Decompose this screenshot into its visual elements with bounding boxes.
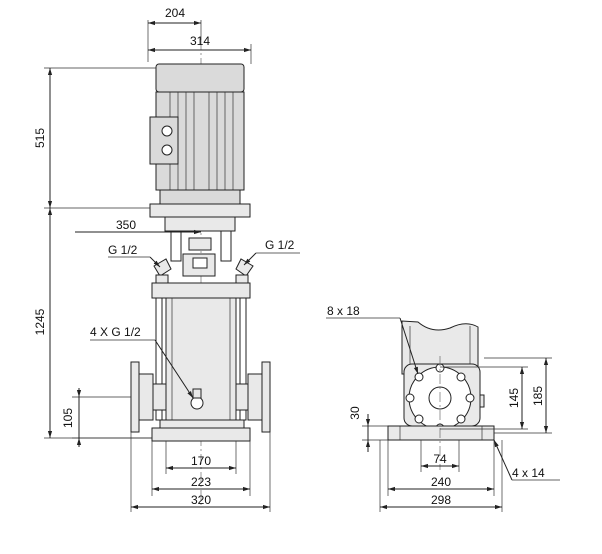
dim-105: 105 [61, 408, 75, 428]
motor-stool [149, 203, 251, 277]
side-sleeve-section [401, 320, 479, 375]
label-g-half-right: G 1/2 [265, 238, 295, 252]
label-flange-holes: 8 x 18 [327, 304, 360, 318]
label-drain-plugs: 4 X G 1/2 [90, 325, 141, 339]
terminal-gland-icon [161, 144, 173, 156]
pump-foot [159, 419, 245, 429]
drain-plug [190, 388, 204, 410]
pump-head [151, 282, 251, 299]
dim-515: 515 [33, 128, 47, 148]
side-base-plate [387, 425, 495, 441]
outlet-flange [235, 361, 271, 433]
label-g-half-left: G 1/2 [108, 243, 138, 257]
side-dimension-lines [326, 317, 560, 512]
motor [149, 63, 245, 205]
dim-30: 30 [348, 406, 362, 420]
dim-74: 74 [433, 452, 447, 466]
dim-204: 204 [165, 6, 185, 20]
vent-plug-right [235, 258, 254, 284]
front-view [130, 40, 271, 508]
inlet-flange [130, 361, 167, 433]
dim-1245: 1245 [33, 308, 47, 335]
dim-185: 185 [531, 386, 545, 406]
dim-223: 223 [191, 475, 211, 489]
front-dimension-lines [44, 20, 300, 512]
label-base-holes: 4 x 14 [512, 466, 545, 480]
dim-298: 298 [431, 493, 451, 507]
terminal-gland-icon [161, 125, 173, 137]
vent-plug-left [153, 258, 172, 284]
dim-170: 170 [191, 454, 211, 468]
side-drain-stub [479, 394, 485, 408]
base-plate [151, 427, 251, 442]
dim-350: 350 [116, 218, 136, 232]
dim-240: 240 [431, 475, 451, 489]
dimension-labels: 204 314 515 350 G 1/2 G 1/2 1245 4 X G 1… [33, 6, 545, 507]
dim-145: 145 [507, 388, 521, 408]
dim-314: 314 [190, 34, 210, 48]
side-view [387, 320, 495, 470]
dim-320: 320 [191, 493, 211, 507]
